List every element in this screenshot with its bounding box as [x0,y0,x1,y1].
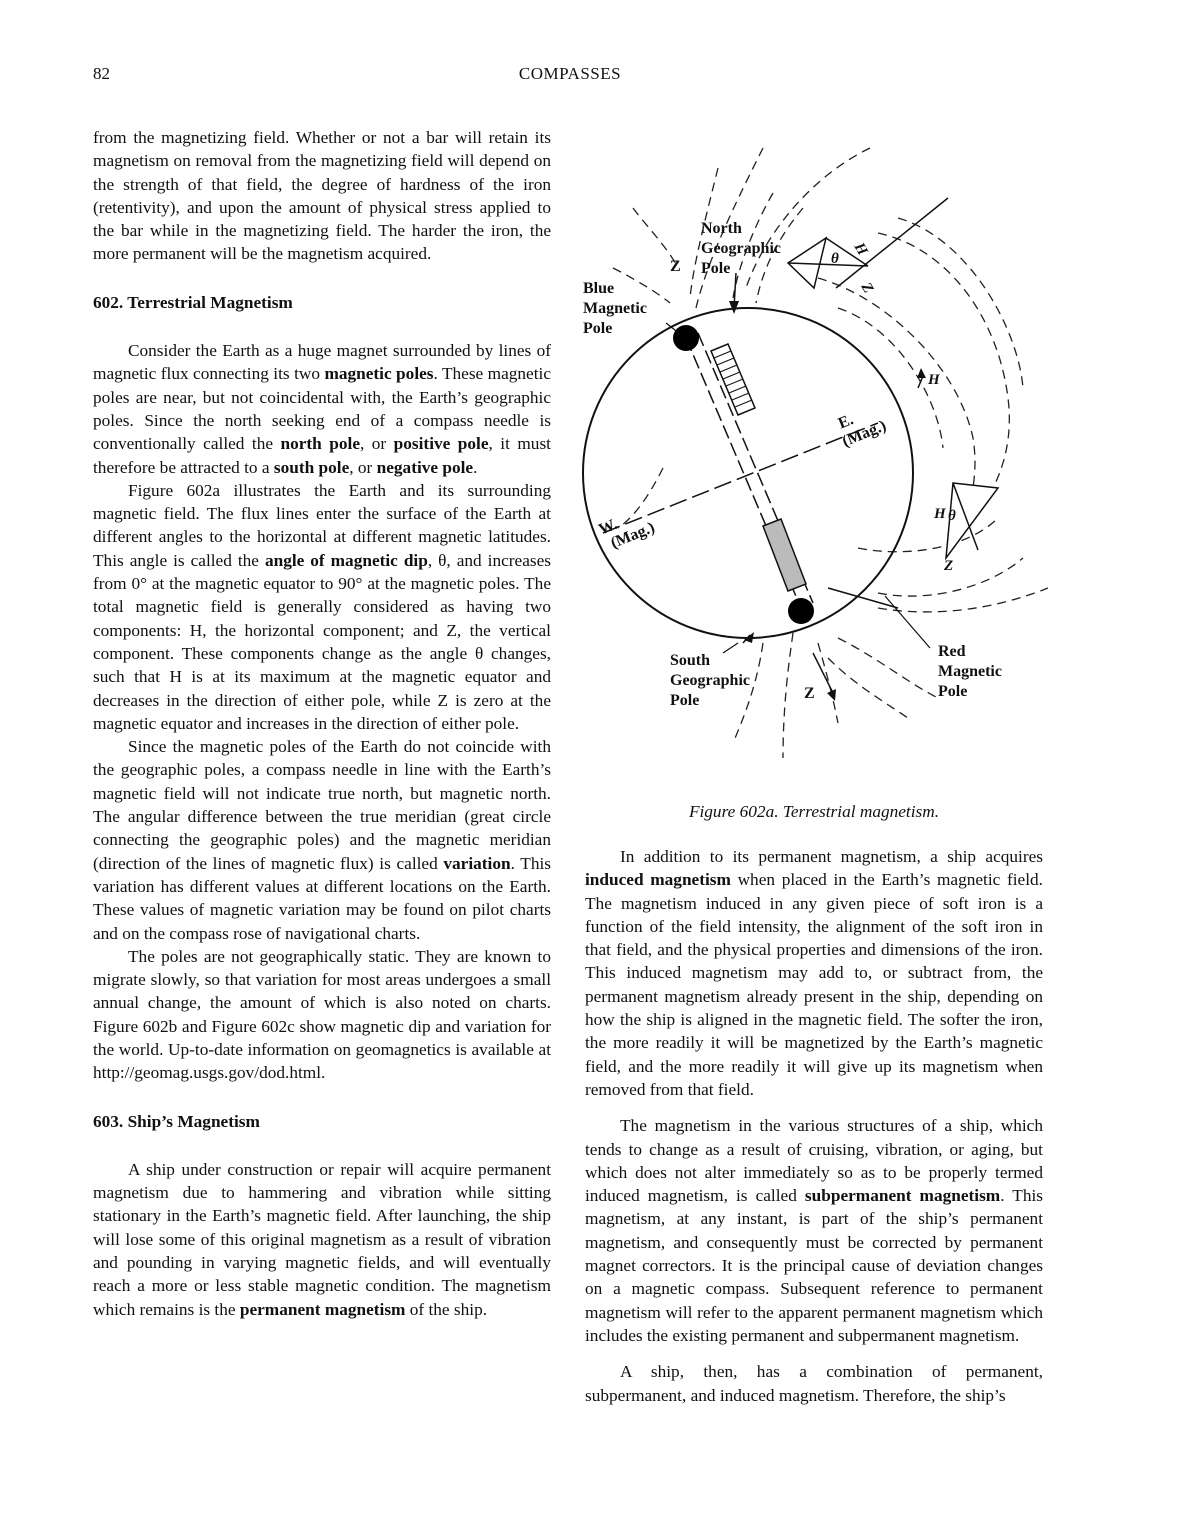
label-south-geo-3: Pole [670,692,699,709]
label-blue-3: Pole [583,320,612,337]
label-h-south: H [933,506,947,522]
earth-field-diagram: North Geographic Pole Blue Magnetic Pole… [582,147,1049,759]
paragraph: Figure 602a illustrates the Earth and it… [93,480,551,733]
paragraph: The poles are not geographically static.… [93,946,551,1083]
label-red-2: Magnetic [938,663,1002,680]
label-red-3: Pole [938,683,967,700]
label-south-geo-1: South [670,652,710,669]
paragraph: A ship under construction or repair will… [93,1159,551,1319]
field-line-north [835,197,949,289]
label-north-geo-1: North [701,220,742,237]
blue-magnetic-pole-dot [673,325,699,351]
right-column: In addition to its permanent magnetism, … [585,845,1043,1407]
label-z-south-vector: Z [943,558,953,574]
paragraph: The magnetism in the various structures … [585,1116,1043,1345]
figure-caption: Figure 602a. Terrestrial magnetism. [688,802,940,821]
left-column: from the magnetizing field. Whether or n… [93,126,551,1321]
label-south-geo-2: Geographic [670,672,750,689]
paragraph: In addition to its permanent magnetism, … [585,847,1043,1099]
label-z-north-vector: Z [857,279,876,296]
paragraph: Consider the Earth as a huge magnet surr… [93,341,552,477]
earth-circle [582,307,914,639]
label-z-south: Z [804,685,815,702]
section-heading-602: 602. Terrestrial Magnetism [93,292,293,312]
label-blue-2: Magnetic [583,300,647,317]
running-title: COMPASSES [518,64,622,83]
figure-terrestrial-magnetism: North Geographic Pole Blue Magnetic Pole… [578,138,1058,778]
label-blue-1: Blue [583,280,614,297]
paragraph: A ship, then, has a combination of perma… [585,1362,1043,1405]
magnetic-equator-axis [602,422,879,534]
label-north-geo-3: Pole [701,260,730,277]
paragraph: from the magnetizing field. Whether or n… [93,128,551,264]
label-north-geo-2: Geographic [701,240,781,257]
label-h-field: H [927,372,941,388]
magnet-bar [673,325,814,624]
paragraph: Since the magnetic poles of the Earth do… [93,737,551,943]
red-pole-bar-segment [762,518,807,592]
page-number: 82 [93,64,110,83]
z-arrow-south [812,652,834,694]
field-line-south [827,587,899,609]
label-theta-north: θ [831,251,839,267]
label-theta-south: θ [948,508,956,524]
section-heading-603: 603. Ship’s Magnetism [93,1111,260,1131]
south-vector-triangle [945,482,1000,561]
label-red-1: Red [938,643,966,660]
label-z-north: Z [670,258,681,275]
label-w-mag-1: W. [596,516,620,539]
red-magnetic-pole-dot [788,598,814,624]
label-e-mag-1: E. [836,411,856,432]
